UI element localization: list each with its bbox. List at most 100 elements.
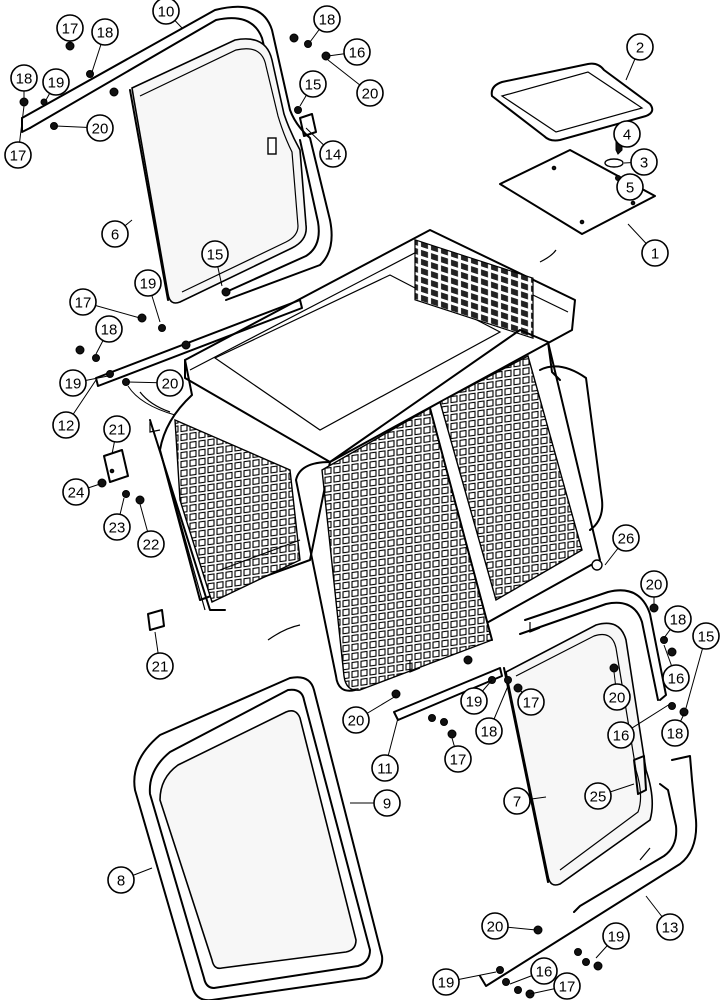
callout-bubble [481,912,509,940]
callout-bubble [432,968,460,996]
side-window-8-9 [133,676,384,1000]
callout-bubble [664,605,692,633]
callout-bubble [503,787,531,815]
callout-bubble [460,687,488,715]
callout-bubble [201,240,229,268]
callout-bubble [692,622,720,650]
callout-bubble [299,70,327,98]
callout-bubble [607,721,635,749]
callout-number: 6 [111,227,119,244]
callout-number: 4 [623,127,631,144]
callout-18: 18 [95,315,123,355]
callout-bubble [661,719,689,747]
callout-20: 20 [640,570,668,604]
callout-number: 15 [698,629,715,646]
callout-25: 25 [584,782,635,810]
callout-bubble [371,754,399,782]
callout-number: 14 [325,147,342,164]
hinge-bracket-14 [299,113,317,137]
callout-number: 16 [613,728,630,745]
callout-number: 18 [670,612,687,629]
callout-bubble [475,717,503,745]
callout-20: 20 [127,369,184,397]
callout-16: 16 [509,957,558,985]
callout-number: 26 [618,531,635,548]
callout-number: 24 [68,485,85,502]
callout-4: 4 [613,120,641,148]
callout-bubble [640,570,668,598]
callout-number: 11 [377,761,393,778]
callout-1: 1 [627,223,669,267]
callout-19: 19 [595,922,630,959]
callout-number: 19 [466,694,483,711]
callout-19: 19 [432,968,497,996]
callout-17: 17 [517,688,545,716]
callout-number: 19 [438,975,455,992]
callout-bubble [59,369,87,397]
callout-15: 15 [201,240,229,287]
callout-bubble [602,922,630,950]
callout-18: 18 [91,18,119,73]
callout-bubble [42,68,70,96]
callout-number: 19 [65,376,82,393]
callout-bubble [444,745,472,773]
callout-number: 12 [58,418,75,435]
callout-number: 3 [640,155,648,172]
callout-16: 16 [662,644,690,692]
callout-number: 18 [97,25,114,42]
callout-number: 10 [158,4,175,21]
callout-number: 1 [651,246,659,263]
callout-number: 25 [590,789,607,806]
callout-bubble [662,664,690,692]
callout-number: 21 [109,422,126,439]
mounting-strip-12 [95,299,303,416]
callout-17: 17 [69,288,141,319]
seal-strip-25 [633,755,647,795]
callout-14: 14 [305,127,347,168]
callout-18: 18 [661,713,689,747]
callout-bubble [342,706,370,734]
callout-number: 17 [450,752,467,769]
callout-15: 15 [299,70,327,107]
callout-number: 22 [143,537,160,554]
callout-bubble [313,5,341,33]
callout-bubble [103,415,131,443]
callout-2: 2 [625,33,654,81]
callout-number: 21 [152,659,169,676]
callout-bubble [134,269,162,297]
callout-bubble [10,64,38,92]
callout-26: 26 [604,524,640,566]
callout-number: 17 [10,148,27,165]
callout-number: 17 [75,295,92,312]
callout-bubble [152,0,180,25]
callout-12: 12 [52,379,97,439]
callout-number: 18 [319,12,336,29]
callout-number: 19 [608,929,625,946]
callout-bubble [56,14,84,42]
callout-number: 18 [16,71,33,88]
callout-11: 11 [371,717,399,782]
callout-bubble [584,782,612,810]
callout-6: 6 [101,219,133,248]
callout-bubble [641,239,669,267]
callout-22: 22 [137,503,165,558]
callout-23: 23 [103,497,131,541]
callout-10: 10 [152,0,183,29]
callout-16: 16 [327,38,371,66]
callout-16: 16 [607,703,671,749]
callout-13: 13 [645,895,684,941]
callout-bubble [626,33,654,61]
callout-number: 17 [559,979,576,996]
callout-19: 19 [134,269,162,323]
callout-21: 21 [146,631,174,680]
callout-number: 9 [383,796,391,813]
callout-bubble [107,866,135,894]
callout-number: 20 [362,86,379,103]
callout-24: 24 [62,478,101,506]
door-glass-7 [503,622,654,886]
callout-number: 17 [62,21,79,38]
callout-number: 2 [636,40,644,57]
callout-number: 20 [487,919,504,936]
